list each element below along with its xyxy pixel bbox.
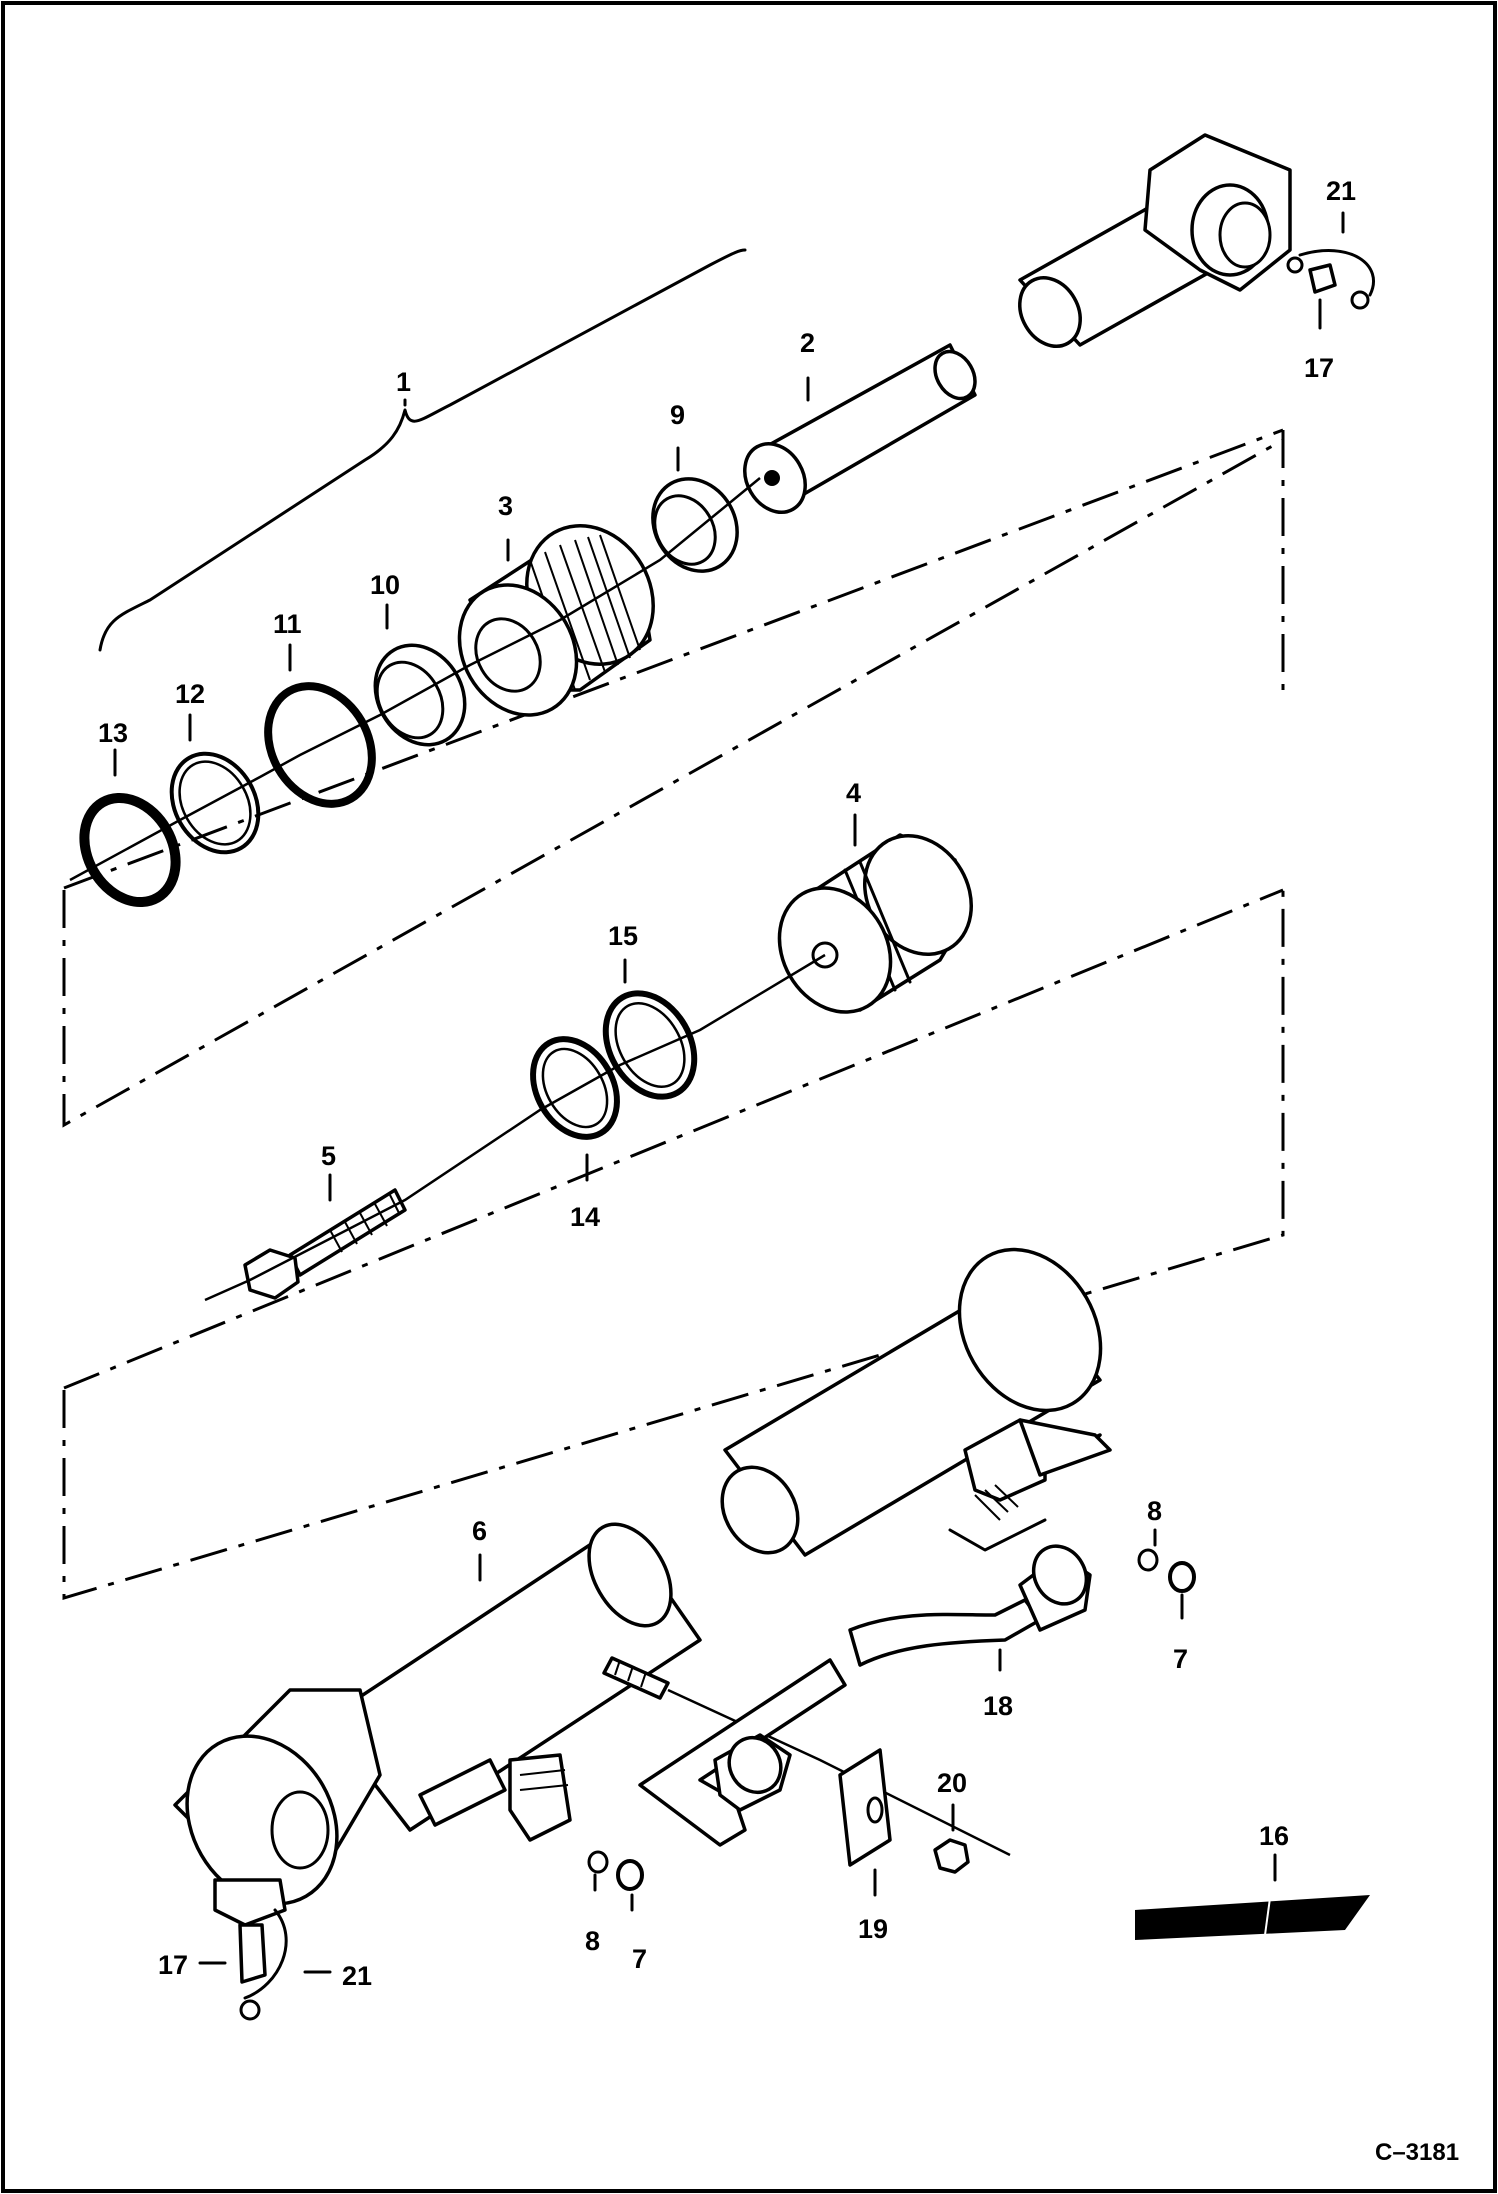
callout-3: 3: [498, 491, 513, 521]
clamp-19: [838, 1748, 892, 1867]
tube-18: [848, 1544, 1092, 1667]
callout-14: 14: [570, 1202, 600, 1232]
alignment-lines: [62, 428, 1285, 1601]
callouts: 1 2 3 9 10 11 12 13 4 15 14 5 6 8 7 18 1…: [98, 176, 1356, 1991]
gland-3: [457, 524, 655, 717]
grease-fitting-top: [1286, 249, 1375, 310]
leader-lines: [113, 211, 1345, 1974]
callout-9: 9: [670, 400, 685, 430]
seal-13: [79, 792, 181, 908]
callout-19: 19: [858, 1914, 888, 1944]
grease-fitting-bottom: [238, 1908, 288, 2021]
callout-17-bottom: 17: [158, 1950, 188, 1980]
ring-9: [651, 477, 739, 573]
callout-7-lower: 7: [632, 1944, 647, 1974]
callout-11: 11: [273, 609, 302, 639]
o-ring-11: [264, 682, 376, 808]
callout-21-top: 21: [1326, 176, 1356, 206]
tube-lower: [638, 1658, 847, 1847]
kit-bracket: [98, 248, 747, 652]
callout-18: 18: [983, 1691, 1013, 1721]
callout-13: 13: [98, 718, 128, 748]
nut-20: [933, 1838, 970, 1874]
grease-fitting: [602, 1656, 670, 1700]
axis-upper: [69, 477, 761, 882]
decal-16: [1135, 1895, 1370, 1940]
callout-8-lower: 8: [585, 1926, 600, 1956]
callout-6: 6: [472, 1516, 487, 1546]
callout-21-bottom: 21: [342, 1961, 372, 1991]
ring-10: [373, 643, 467, 747]
washer-plug-lower: [587, 1850, 644, 1891]
barrel-right: [720, 1247, 1112, 1557]
callout-5: 5: [321, 1141, 336, 1171]
callout-4: 4: [846, 778, 861, 808]
callout-17-top: 17: [1304, 353, 1334, 383]
piston-rod-2: [743, 343, 977, 514]
callout-8-upper: 8: [1147, 1496, 1162, 1526]
callout-20: 20: [937, 1768, 967, 1798]
ring-14: [530, 1036, 620, 1140]
callout-7-upper: 7: [1173, 1644, 1188, 1674]
callout-2: 2: [800, 328, 815, 358]
piston-4: [777, 833, 974, 1014]
callout-15: 15: [608, 921, 638, 951]
callout-12: 12: [175, 679, 205, 709]
figure-id: C–3181: [1375, 2139, 1459, 2166]
callout-1: 1: [396, 367, 411, 397]
ring-15: [602, 990, 698, 1100]
axis-middle: [204, 953, 826, 1302]
barrel-6: [173, 1522, 702, 1927]
callout-16: 16: [1259, 1821, 1289, 1851]
callout-10: 10: [370, 570, 400, 600]
rod-end-top: [1018, 133, 1292, 348]
washer-plug-upper: [1137, 1548, 1196, 1593]
